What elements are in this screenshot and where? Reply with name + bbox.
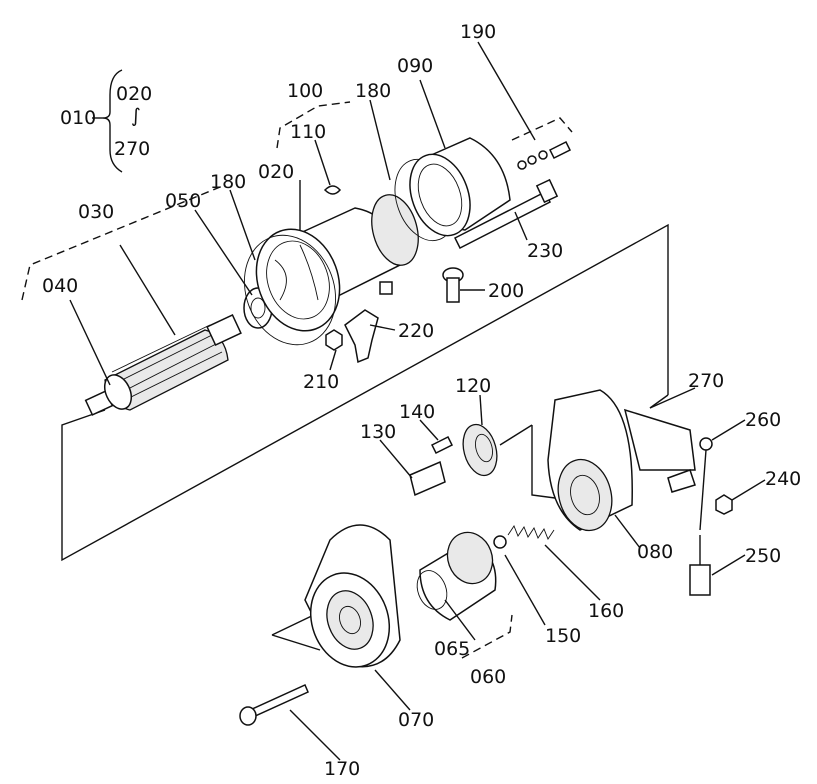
connector-250 bbox=[689, 535, 711, 596]
label-200: 200 bbox=[488, 280, 524, 302]
label-210: 210 bbox=[303, 371, 339, 393]
label-010: 010 bbox=[60, 107, 96, 129]
label-180-left: 180 bbox=[210, 171, 246, 193]
label-140: 140 bbox=[399, 401, 435, 423]
lever-220 bbox=[344, 309, 379, 364]
label-090: 090 bbox=[397, 55, 433, 77]
label-020: 020 bbox=[258, 161, 294, 183]
pin-140 bbox=[430, 435, 454, 455]
label-240: 240 bbox=[765, 468, 801, 490]
ball-150 bbox=[493, 535, 507, 549]
label-190: 190 bbox=[460, 21, 496, 43]
pinion-060 bbox=[416, 531, 497, 621]
label-020-bracket: 020 bbox=[116, 83, 152, 105]
armature-040 bbox=[84, 314, 242, 416]
through-bolt-230 bbox=[453, 178, 559, 250]
gear-120 bbox=[462, 423, 498, 477]
label-100: 100 bbox=[287, 80, 323, 102]
label-050: 050 bbox=[165, 190, 201, 212]
gasket-180-left bbox=[243, 234, 337, 346]
rear-cover-090 bbox=[409, 137, 511, 237]
yoke-020 bbox=[255, 207, 401, 332]
leaders bbox=[69, 41, 766, 761]
label-070: 070 bbox=[398, 709, 434, 731]
spring-160 bbox=[507, 525, 555, 540]
group-brackets bbox=[21, 101, 573, 659]
label-230: 230 bbox=[527, 240, 563, 262]
label-220: 220 bbox=[398, 320, 434, 342]
front-bracket-070 bbox=[304, 524, 401, 668]
screw-set-190 bbox=[517, 140, 572, 170]
label-130: 130 bbox=[360, 421, 396, 443]
bolt-170 bbox=[239, 684, 309, 726]
part-labels: 190 090 100 180 110 020 ∫ 010 270 020 18… bbox=[42, 21, 801, 780]
frame-lines bbox=[61, 223, 669, 651]
nut-210 bbox=[325, 329, 343, 351]
label-110: 110 bbox=[290, 121, 326, 143]
label-170: 170 bbox=[324, 758, 360, 780]
terminal-260 bbox=[699, 437, 713, 531]
label-150: 150 bbox=[545, 625, 581, 647]
label-180-top: 180 bbox=[355, 80, 391, 102]
bracket-010 bbox=[92, 69, 123, 173]
label-160: 160 bbox=[588, 600, 624, 622]
label-065: 065 bbox=[434, 638, 470, 660]
label-060: 060 bbox=[470, 666, 506, 688]
label-270: 270 bbox=[688, 370, 724, 392]
bolt-200 bbox=[442, 267, 464, 303]
label-040: 040 bbox=[42, 275, 78, 297]
label-260: 260 bbox=[745, 409, 781, 431]
bracket-tilde: ∫ bbox=[131, 105, 141, 127]
label-030: 030 bbox=[78, 201, 114, 223]
housing-080 bbox=[547, 389, 696, 532]
nut-240 bbox=[715, 494, 733, 515]
label-120: 120 bbox=[455, 375, 491, 397]
label-080: 080 bbox=[637, 541, 673, 563]
label-270-bracket: 270 bbox=[114, 138, 150, 160]
label-250: 250 bbox=[745, 545, 781, 567]
collar-130 bbox=[409, 460, 446, 497]
brush-holder-100 bbox=[323, 185, 419, 295]
